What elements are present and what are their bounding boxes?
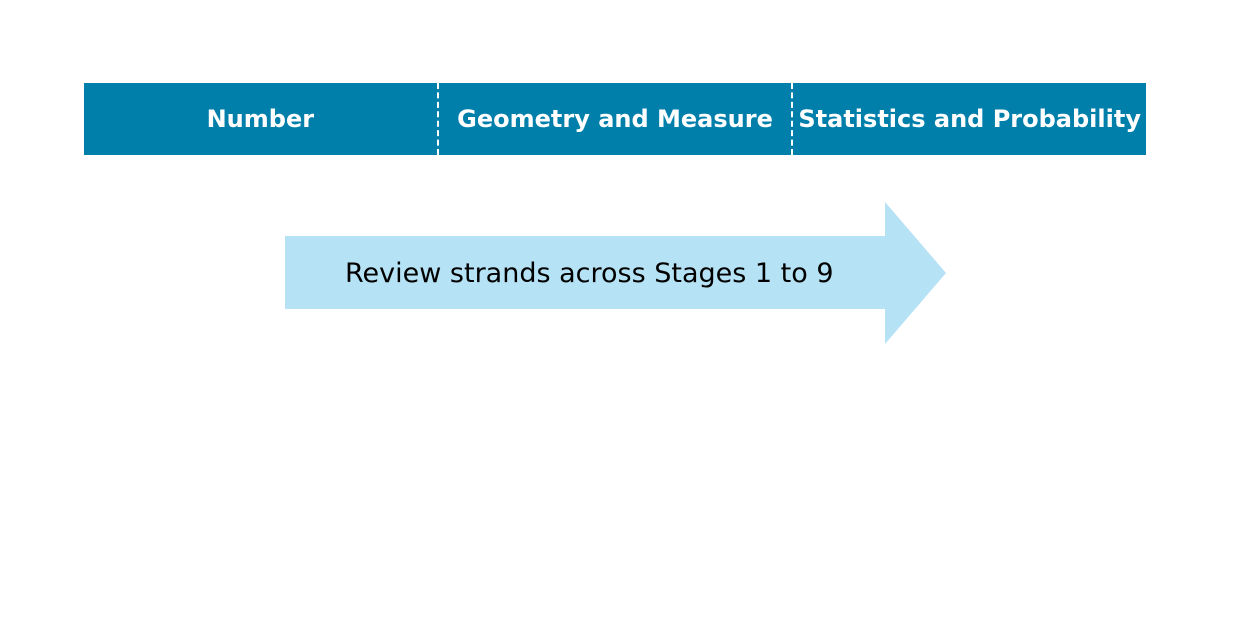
strand-bar: Number Geometry and Measure Statistics a… [84, 83, 1146, 155]
strand-label: Statistics and Probability [798, 105, 1141, 133]
arrow-polygon [285, 202, 946, 344]
strand-label: Number [206, 105, 315, 133]
review-arrow: Review strands across Stages 1 to 9 [285, 202, 947, 344]
strand-label: Geometry and Measure [457, 105, 773, 133]
strand-number: Number [84, 83, 437, 155]
arrow-shape [285, 202, 946, 344]
arrow-label: Review strands across Stages 1 to 9 [345, 257, 834, 289]
strand-statistics-and-probability: Statistics and Probability [791, 83, 1146, 155]
strand-geometry-and-measure: Geometry and Measure [436, 83, 792, 155]
